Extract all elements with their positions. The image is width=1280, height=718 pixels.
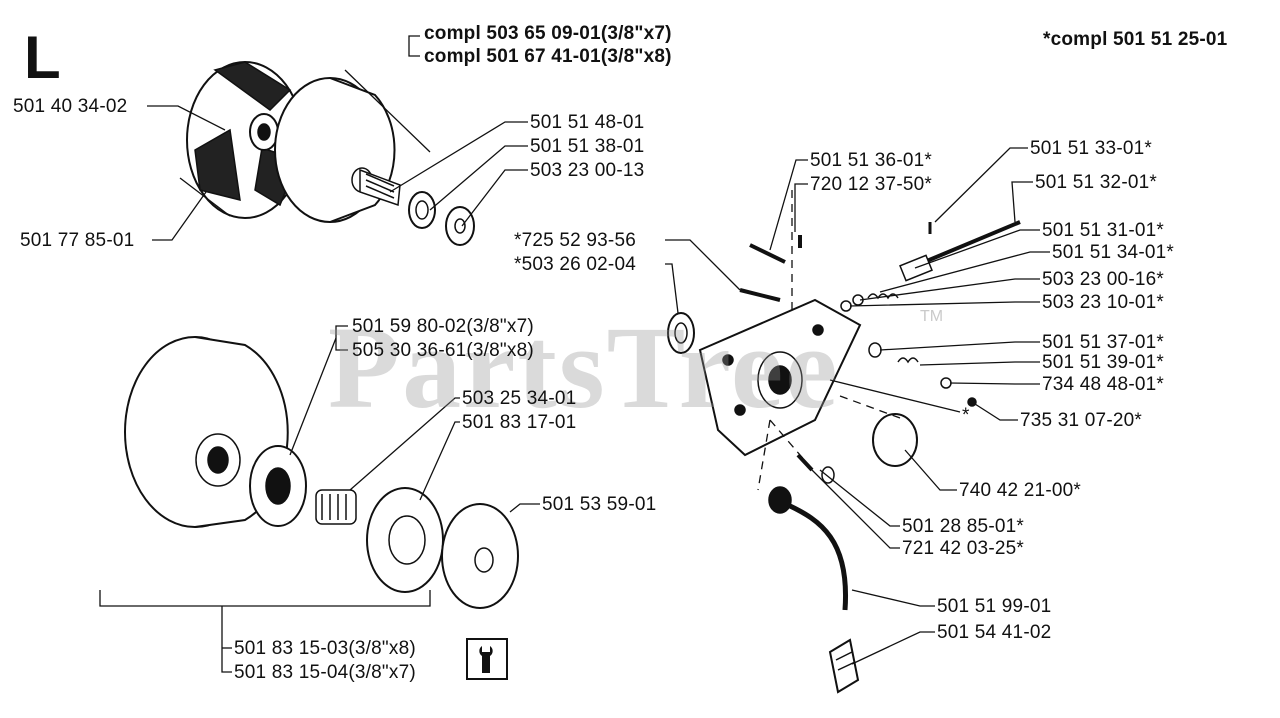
part-number-label[interactable]: 501 51 37-01* bbox=[1042, 332, 1164, 353]
part-number-label[interactable]: 501 51 48-01 bbox=[530, 112, 645, 133]
part-number-label[interactable]: * bbox=[962, 405, 970, 426]
part-number-label[interactable]: 503 23 10-01* bbox=[1042, 292, 1164, 313]
part-number-label[interactable]: 501 83 17-01 bbox=[462, 412, 577, 433]
part-number-label[interactable]: 501 51 36-01* bbox=[810, 150, 932, 171]
oil-pump-housing-drawing bbox=[698, 298, 862, 457]
part-number-label[interactable]: 735 31 07-20* bbox=[1020, 410, 1142, 431]
part-number-label[interactable]: 734 48 48-01* bbox=[1042, 374, 1164, 395]
part-number-label[interactable]: 501 51 33-01* bbox=[1030, 138, 1152, 159]
part-number-label[interactable]: 501 51 39-01* bbox=[1042, 352, 1164, 373]
section-letter: L bbox=[24, 24, 61, 91]
part-number-label[interactable]: 501 77 85-01 bbox=[20, 230, 135, 251]
oil-filter-drawing bbox=[828, 638, 860, 694]
part-number-label[interactable]: 501 51 38-01 bbox=[530, 136, 645, 157]
part-number-label[interactable]: 501 53 59-01 bbox=[542, 494, 657, 515]
needle-bearing-drawing bbox=[408, 191, 436, 229]
kit-note: *compl 501 51 25-01 bbox=[1043, 29, 1228, 50]
part-number-label[interactable]: 501 28 85-01* bbox=[902, 516, 1024, 537]
leader-lines bbox=[99, 35, 1050, 673]
bearing-drawing bbox=[315, 489, 357, 525]
part-number-label[interactable]: *503 26 02-04 bbox=[514, 254, 636, 275]
watermark-tm: TM bbox=[920, 308, 944, 325]
outer-washer-drawing bbox=[441, 503, 519, 609]
spur-sprocket-drawing bbox=[366, 487, 444, 593]
part-number-label[interactable]: 501 51 32-01* bbox=[1035, 172, 1157, 193]
part-number-label[interactable]: 505 30 36-61(3/8"x8) bbox=[352, 340, 534, 361]
part-number-label[interactable]: 740 42 21-00* bbox=[959, 480, 1081, 501]
part-number-label[interactable]: 720 12 37-50* bbox=[810, 174, 932, 195]
part-number-label[interactable]: 501 83 15-03(3/8"x8) bbox=[234, 638, 416, 659]
washer-drawing bbox=[445, 206, 475, 246]
watermark: PartsTree bbox=[328, 302, 840, 433]
part-number-label[interactable]: 501 59 80-02(3/8"x7) bbox=[352, 316, 534, 337]
part-number-label[interactable]: 501 51 31-01* bbox=[1042, 220, 1164, 241]
part-number-label[interactable]: 501 54 41-02 bbox=[937, 622, 1052, 643]
oil-hose-drawing bbox=[768, 486, 849, 611]
seal-ring-drawing bbox=[667, 312, 695, 354]
part-number-label[interactable]: 721 42 03-25* bbox=[902, 538, 1024, 559]
small-parts-drawing bbox=[840, 293, 977, 407]
clutch-shoe-drawing bbox=[186, 61, 304, 219]
part-number-label[interactable]: 503 23 00-13 bbox=[530, 160, 645, 181]
wrench-icon bbox=[466, 638, 508, 680]
clutch-drum-kit-label: compl 503 65 09-01(3/8"x7) bbox=[424, 23, 672, 44]
part-number-label[interactable]: 503 23 00-16* bbox=[1042, 269, 1164, 290]
rim-sprocket-drawing bbox=[249, 445, 307, 527]
part-number-label[interactable]: *725 52 93-56 bbox=[514, 230, 636, 251]
clutch-drum-kit-label: compl 501 67 41-01(3/8"x8) bbox=[424, 46, 672, 67]
part-number-label[interactable]: 501 51 34-01* bbox=[1052, 242, 1174, 263]
part-number-label[interactable]: 501 83 15-04(3/8"x7) bbox=[234, 662, 416, 683]
clutch-drum-drawing bbox=[274, 77, 401, 223]
part-number-label[interactable]: 501 51 99-01 bbox=[937, 596, 1052, 617]
part-number-label[interactable]: 501 40 34-02 bbox=[13, 96, 128, 117]
o-ring-drawing bbox=[872, 413, 918, 467]
part-number-label[interactable]: 503 25 34-01 bbox=[462, 388, 577, 409]
